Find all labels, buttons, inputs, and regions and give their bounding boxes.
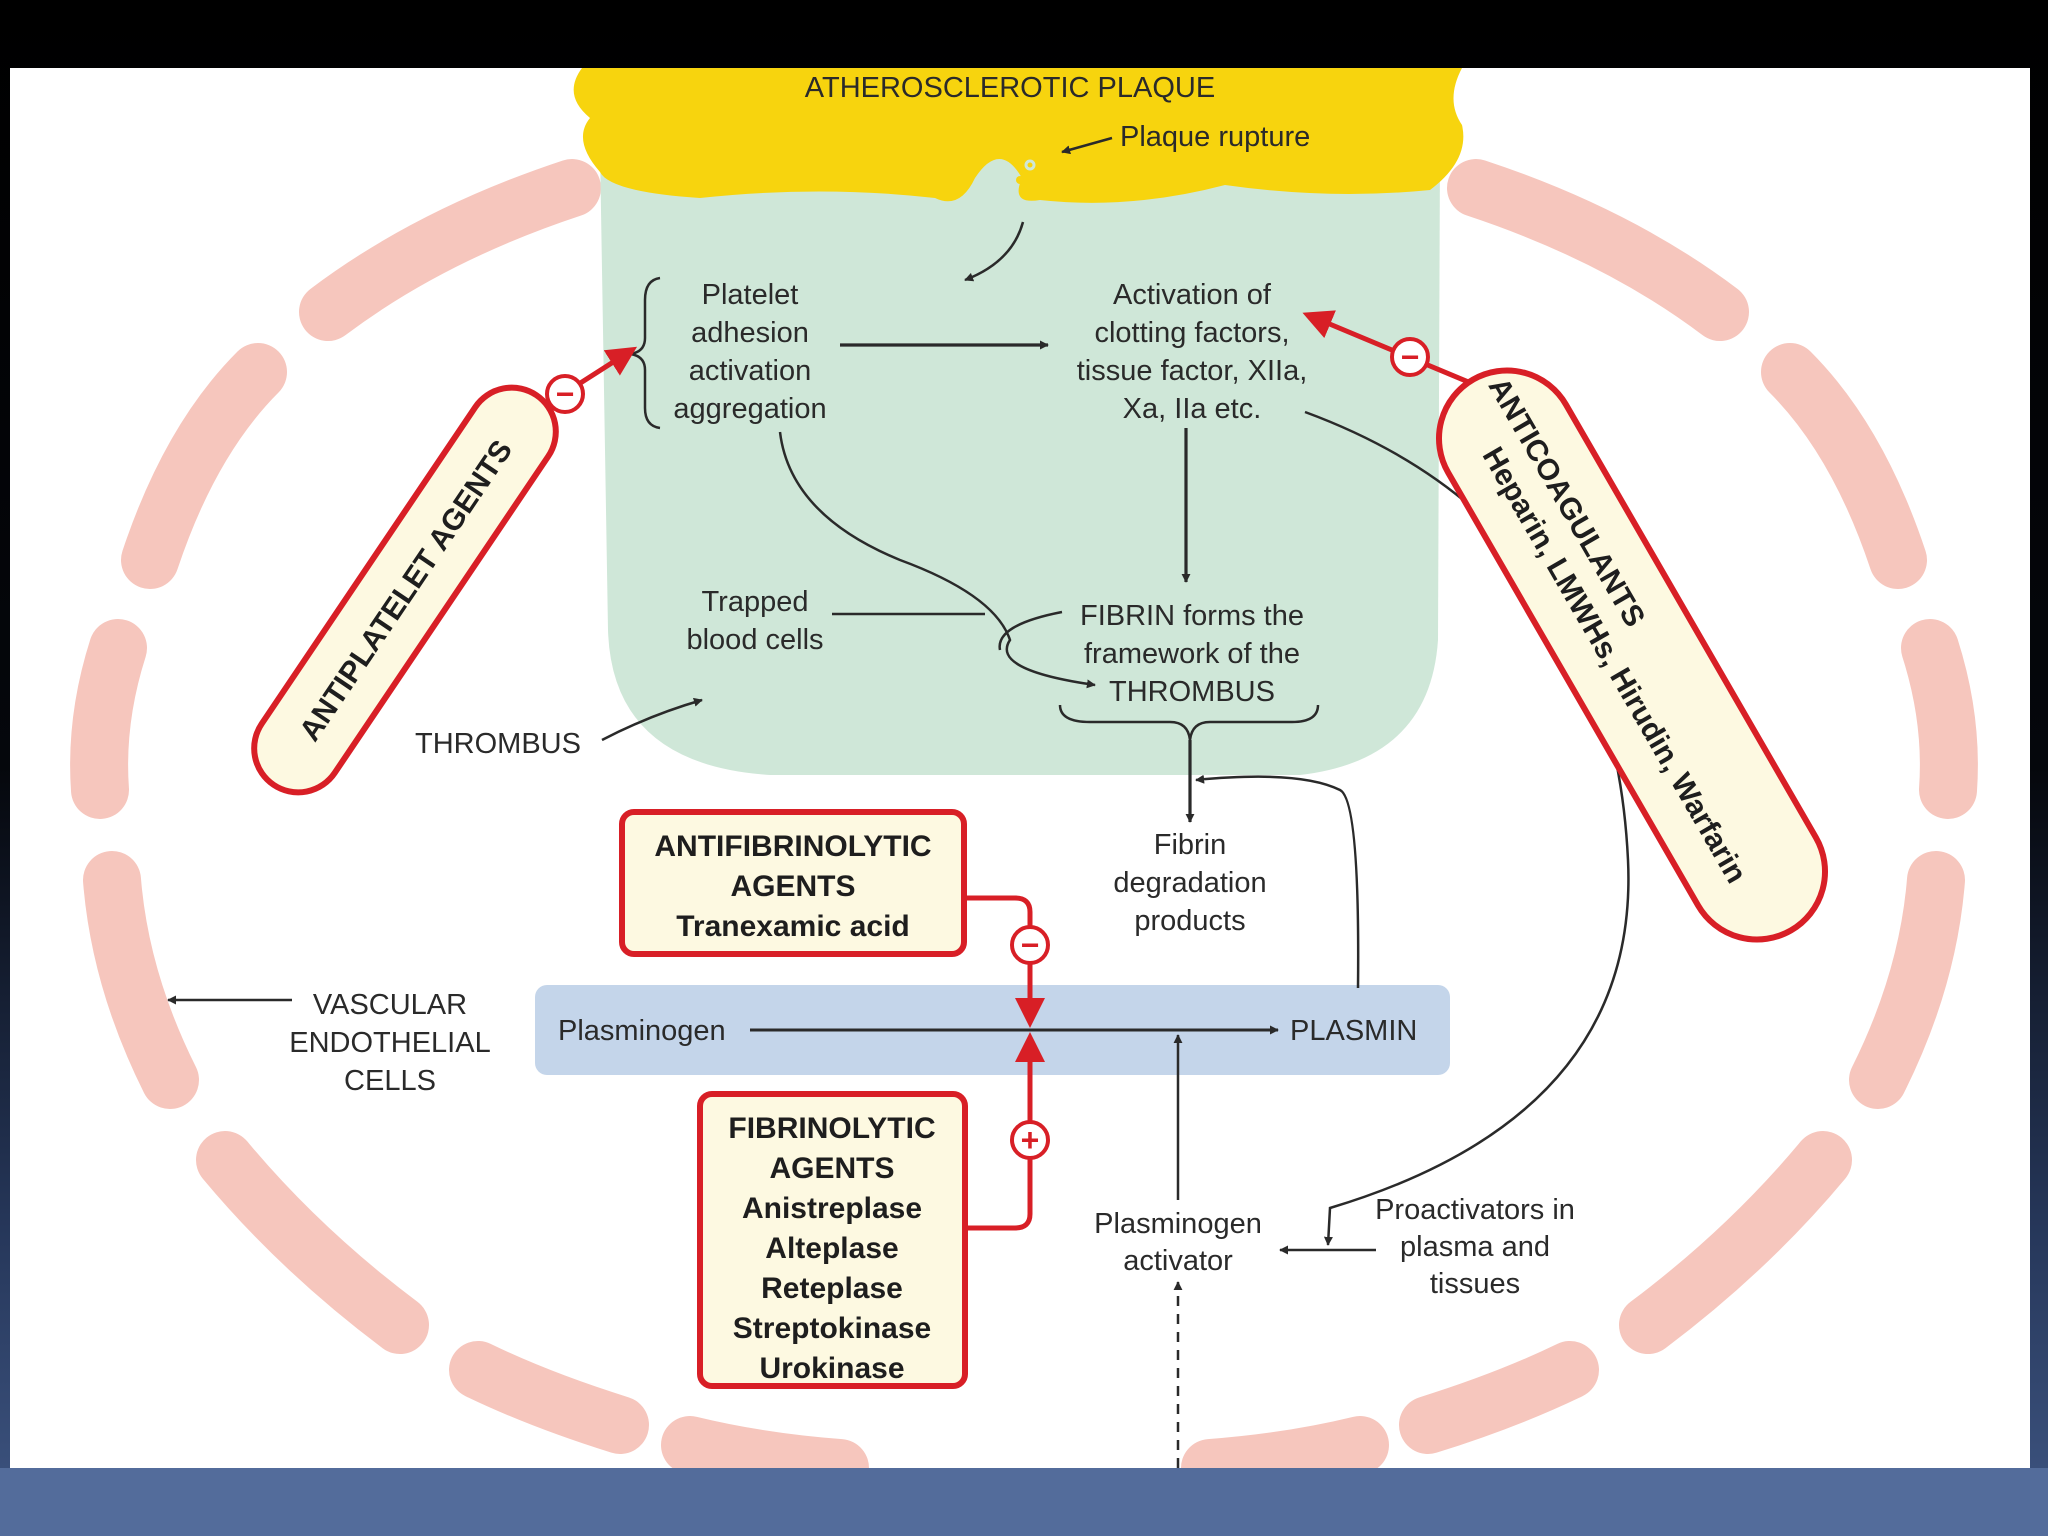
proactivator-line: Proactivators in <box>1375 1194 1575 1226</box>
endothelial-cell <box>1447 159 1749 341</box>
fibrin-degradation-label: Fibrin degradation products <box>1113 829 1266 937</box>
endothelial-cell <box>1901 619 1978 819</box>
endothelial-cell <box>196 1131 429 1354</box>
vascular-line: CELLS <box>344 1065 436 1097</box>
fibrin-line: THROMBUS <box>1109 676 1275 708</box>
anticoagulant-inhibit-sign: − <box>1390 337 1430 377</box>
fibrinolytic-line: Anistreplase <box>742 1192 922 1225</box>
endothelial-cell <box>661 1416 869 1497</box>
activator-line: Plasminogen <box>1094 1208 1262 1240</box>
clotting-line: tissue factor, XIIa, <box>1077 355 1308 387</box>
vascular-line: ENDOTHELIAL <box>289 1027 490 1059</box>
plasmin-label: PLASMIN <box>1290 1015 1417 1047</box>
vascular-endothelial-label: VASCULAR ENDOTHELIAL CELLS <box>289 989 490 1097</box>
fibrinolytic-line: Alteplase <box>765 1232 898 1265</box>
proactivators-label: Proactivators in plasma and tissues <box>1375 1194 1575 1300</box>
endothelial-cell <box>121 343 287 589</box>
trapped-cells-label: Trapped blood cells <box>686 586 823 656</box>
endothelial-cell <box>83 851 199 1109</box>
rupture-to-platelet-arrow <box>964 221 1025 282</box>
endothelial-cell <box>299 159 601 341</box>
clotting-line: Activation of <box>1113 279 1272 311</box>
degradation-line: products <box>1134 905 1245 937</box>
rupture-pointer <box>1061 136 1113 155</box>
degradation-line: Fibrin <box>1154 829 1227 861</box>
antifibrinolytic-inhibit-sign: − <box>1010 925 1050 965</box>
platelet-label: Platelet adhesion activation aggregation <box>673 279 826 425</box>
thrombus-label: THROMBUS <box>415 728 581 760</box>
degradation-line: degradation <box>1113 867 1266 899</box>
clotting-line: clotting factors, <box>1094 317 1289 349</box>
fibrinolytic-box <box>697 1091 968 1389</box>
plasminogen-activator-label: Plasminogen activator <box>1094 1208 1262 1277</box>
clotting-factors-label: Activation of clotting factors, tissue fac… <box>1077 279 1308 425</box>
endothelial-cell <box>1849 851 1965 1109</box>
endothelial-cell <box>70 619 147 819</box>
svg-text:−: − <box>1021 927 1040 963</box>
endothelial-cell <box>1761 343 1927 589</box>
platelet-to-thrombus-curve <box>778 431 1096 689</box>
proactivator-line: tissues <box>1430 1268 1520 1300</box>
antiplatelet-inhibit-sign: − <box>545 374 585 414</box>
antifibrinolytic-line: Tranexamic acid <box>676 910 909 943</box>
endothelial-cell <box>1399 1341 1599 1454</box>
clotting-line: Xa, IIa etc. <box>1123 393 1262 425</box>
rupture-dot <box>1024 159 1036 171</box>
endothelial-cell <box>449 1341 649 1454</box>
fibrinolytic-line: Urokinase <box>759 1352 904 1385</box>
fibrinolytic-stimulate-sign: + <box>1010 1120 1050 1160</box>
thrombus-region <box>600 150 1440 775</box>
fibrin-line: FIBRIN forms the <box>1080 600 1304 632</box>
slide-footer-bar <box>0 1468 2048 1536</box>
fibrinolytic-connector <box>965 1032 1045 1231</box>
platelet-line: aggregation <box>673 393 826 425</box>
rupture-dot <box>1036 178 1044 186</box>
fibrinolytic-line: Streptokinase <box>733 1312 931 1345</box>
platelet-line: adhesion <box>691 317 809 349</box>
fibrin-line: framework of the <box>1084 638 1300 670</box>
svg-text:−: − <box>1401 339 1420 375</box>
endothelial-cell-ring <box>70 159 1978 1497</box>
rupture-dot <box>1016 176 1024 184</box>
trapped-line: Trapped <box>702 586 809 618</box>
svg-text:−: − <box>556 376 575 412</box>
antifibrinolytic-label: ANTIFIBRINOLYTIC AGENTS Tranexamic acid <box>654 830 931 943</box>
antifibrinolytic-line: AGENTS <box>730 870 855 903</box>
thrombus-pointer <box>601 697 703 742</box>
endothelial-cell <box>1181 1416 1389 1497</box>
platelet-line: activation <box>689 355 812 387</box>
plasmin-to-fibrin-curve <box>1195 774 1360 989</box>
fibrinolytic-label: FIBRINOLYTIC AGENTS AnistreplaseAlteplaseR… <box>728 1112 935 1385</box>
svg-text:+: + <box>1021 1122 1040 1158</box>
atherosclerotic-plaque <box>573 68 1464 203</box>
endothelial-cell <box>1619 1131 1852 1354</box>
fibrinolytic-line: Reteplase <box>761 1272 903 1305</box>
trapped-line: blood cells <box>686 624 823 656</box>
plasminogen-label: Plasminogen <box>558 1015 726 1047</box>
plaque-rupture-label: Plaque rupture <box>1120 121 1310 153</box>
vascular-line: VASCULAR <box>313 989 467 1021</box>
antifibrinolytic-line: ANTIFIBRINOLYTIC <box>654 830 931 863</box>
proactivator-line: plasma and <box>1400 1231 1550 1263</box>
antifibrinolytic-connector <box>965 895 1045 1028</box>
fibrinolytic-line: FIBRINOLYTIC <box>728 1112 935 1145</box>
fibrinolytic-line: AGENTS <box>769 1152 894 1185</box>
platelet-line: Platelet <box>702 279 799 311</box>
antifibrinolytic-box <box>619 809 967 957</box>
plaque-title: ATHEROSCLEROTIC PLAQUE <box>805 72 1215 104</box>
activator-line: activator <box>1123 1245 1233 1277</box>
fibrin-pointer-curve <box>998 610 1063 651</box>
